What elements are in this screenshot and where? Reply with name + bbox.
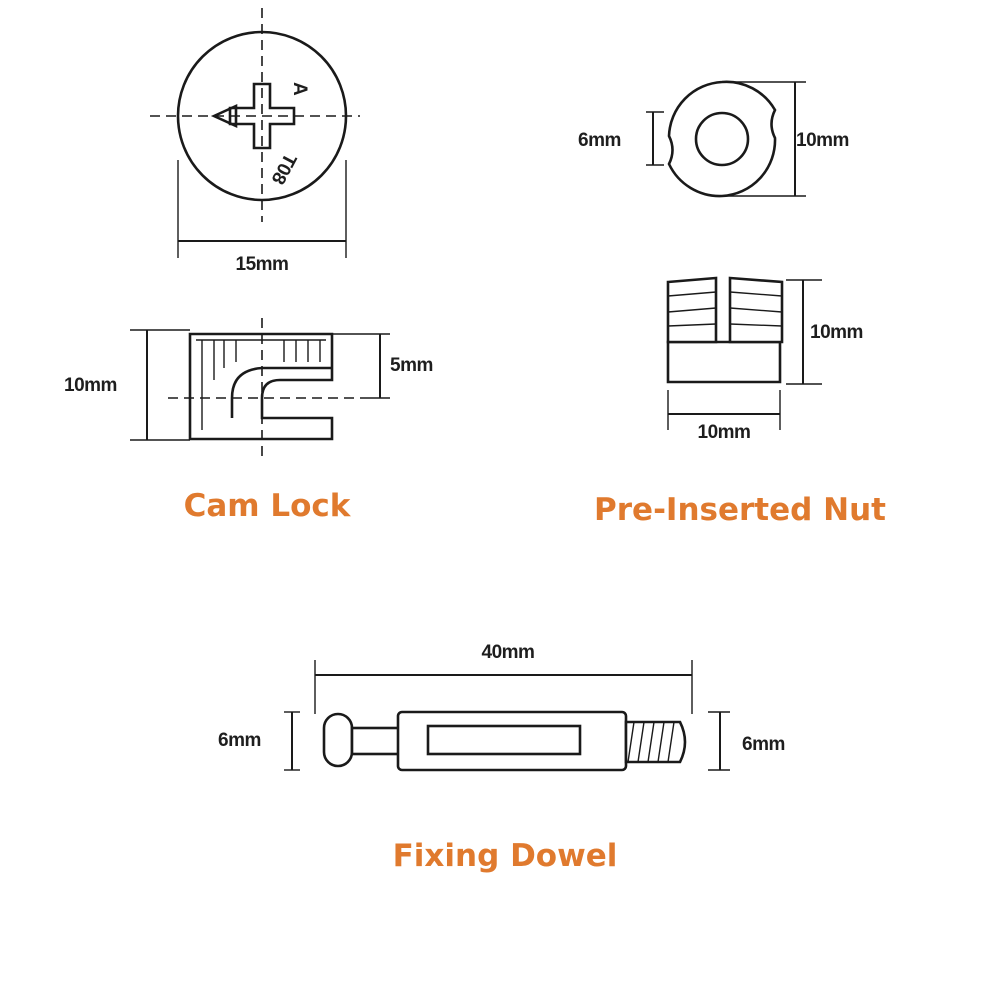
- dowel-thread-label: 6mm: [742, 734, 785, 755]
- cam-ribs: [196, 339, 326, 430]
- thread-lines: [627, 721, 675, 763]
- dowel-title: Fixing Dowel: [393, 838, 618, 874]
- dowel-head-label: 6mm: [218, 730, 261, 751]
- nut-side-view: 10mm 10mm: [666, 276, 863, 443]
- nut-side-width-label: 10mm: [698, 422, 751, 443]
- cam-offset-label: 5mm: [390, 355, 433, 376]
- nut-inner-label: 6mm: [578, 130, 621, 151]
- dowel-length-label: 40mm: [482, 642, 535, 663]
- cam-diameter-label: 15mm: [236, 254, 289, 275]
- nut-outer-label: 10mm: [796, 130, 849, 151]
- nut-title: Pre-Inserted Nut: [594, 492, 886, 528]
- cam-lock-side-view: 10mm 5mm: [64, 318, 433, 456]
- head-letter: A: [289, 82, 310, 96]
- nut-top-view: 6mm 10mm: [578, 80, 849, 198]
- arrow-marker-icon: [210, 103, 238, 129]
- cam-lock-top-view: A T08 15mm: [150, 8, 360, 275]
- fixing-dowel: 40mm 6mm 6mm: [218, 642, 785, 772]
- cam-lock-title: Cam Lock: [184, 488, 352, 524]
- nut-side-height-label: 10mm: [810, 322, 863, 343]
- cam-height-label: 10mm: [64, 375, 117, 396]
